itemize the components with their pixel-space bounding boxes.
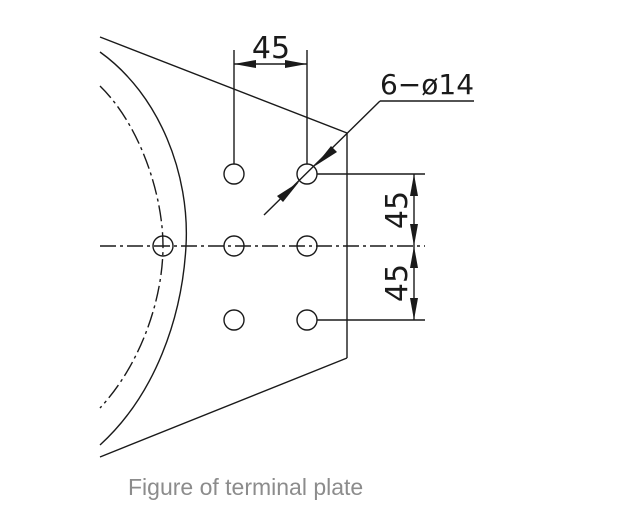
dim-h-label: 45 [252, 31, 290, 66]
plate-top-edge [99, 36, 348, 134]
plate-bottom-edge [99, 357, 348, 458]
hole-mid-right [296, 235, 318, 257]
callout-arrow-lower [277, 182, 299, 202]
callout-arrow-upper [315, 146, 337, 166]
hole-top-right [296, 163, 318, 185]
hole-arc [152, 235, 174, 257]
dim-v-arrow-mid-up [410, 224, 418, 246]
dim-h-arrow-left [234, 60, 256, 68]
hole-top-left [223, 163, 245, 185]
hole-bottom-right [296, 309, 318, 331]
hole-bottom-left [223, 309, 245, 331]
dim-v-arrow-mid-down [410, 246, 418, 268]
dim-h-arrow-right [285, 60, 307, 68]
hole-callout-label: 6−ø14 [380, 68, 474, 101]
dim-v-arrow-top [410, 174, 418, 196]
hole-mid-left [223, 235, 245, 257]
dim-v-label-lower: 45 [380, 264, 415, 302]
figure-caption: Figure of terminal plate [128, 474, 364, 500]
dim-v-arrow-bottom [410, 298, 418, 320]
dim-v-label-upper: 45 [380, 191, 415, 229]
